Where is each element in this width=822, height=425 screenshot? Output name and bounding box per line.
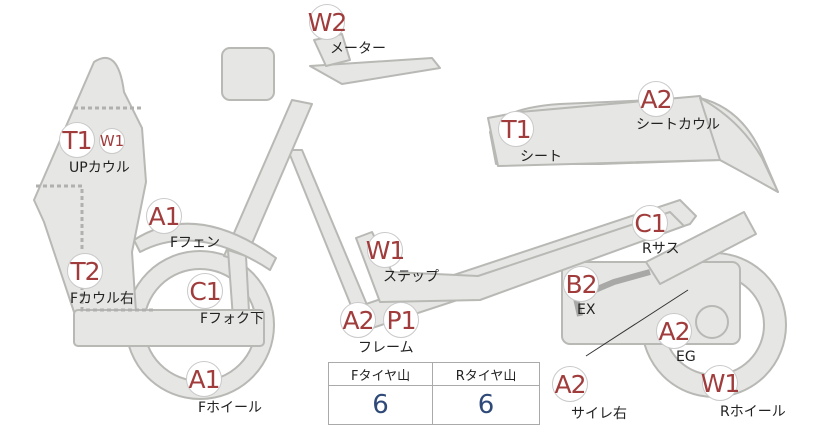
rear-wheel-grade-badge: W1 [701, 365, 740, 401]
up-cowl-label: UPカウル [69, 160, 130, 176]
rear-tread-header: Rタイヤ山 [432, 362, 540, 386]
rear-suspension-label: Rサス [642, 241, 680, 257]
tail-cowl-shape [699, 97, 779, 193]
frame-downtube-shape [287, 149, 371, 319]
cowl-right-label: Fカウル右 [70, 291, 135, 307]
meter-grade-badge: W2 [308, 4, 347, 40]
front-fork-lower-grade-badge: C1 [187, 273, 223, 309]
muffler-right-grade-badge: A2 [552, 366, 588, 402]
frame-label: フレーム [358, 340, 414, 356]
muffler-right-label: サイレ右 [571, 406, 627, 422]
tire-tread-table: Fタイヤ山 Rタイヤ山 6 6 [327, 362, 540, 425]
handlebar-shape [309, 57, 441, 85]
cowl-lower-seam-line [80, 286, 154, 312]
rear-suspension-shape [645, 211, 757, 285]
step-grade-badge: W1 [366, 232, 405, 268]
seat-cowl-grade-badge: A2 [638, 81, 674, 117]
front-tread-value: 6 [327, 385, 434, 425]
rear-tread-value: 6 [432, 385, 540, 425]
seat-cowl-label: シートカウル [636, 117, 720, 133]
meter-label: メーター [330, 41, 386, 57]
front-cowl-lower-shape [73, 309, 265, 347]
rear-wheel-label: Rホイール [720, 404, 786, 420]
engine-grade-badge: A2 [656, 313, 692, 349]
engine-hub-shape [695, 305, 729, 339]
front-tread-header: Fタイヤ山 [327, 362, 434, 386]
exhaust-label: EX [577, 302, 596, 318]
front-wheel-label: Fホイール [198, 400, 263, 416]
exhaust-leader-line [585, 289, 689, 357]
exhaust-grade-badge: B2 [563, 266, 599, 302]
headlight-shape [221, 47, 275, 101]
frame-grade-a-badge: A2 [340, 302, 376, 338]
seat-label: シート [520, 149, 562, 165]
step-label: ステップ [383, 269, 439, 285]
up-cowl-secondary-grade-badge: W1 [99, 128, 125, 154]
cowl-right-grade-badge: T2 [67, 253, 103, 289]
frame-grade-b-badge: P1 [383, 302, 419, 338]
engine-label: EG [676, 349, 696, 365]
rear-suspension-grade-badge: C1 [632, 205, 668, 241]
up-cowl-grade-badge: T1 [59, 122, 95, 158]
front-fender-grade-badge: A1 [146, 198, 182, 234]
seat-grade-badge: T1 [498, 111, 534, 147]
front-wheel-grade-badge: A1 [186, 361, 222, 397]
front-fender-label: Fフェン [170, 235, 221, 251]
front-fork-lower-label: Fフォク下 [200, 311, 265, 327]
cowl-side-seam-line [36, 184, 84, 250]
